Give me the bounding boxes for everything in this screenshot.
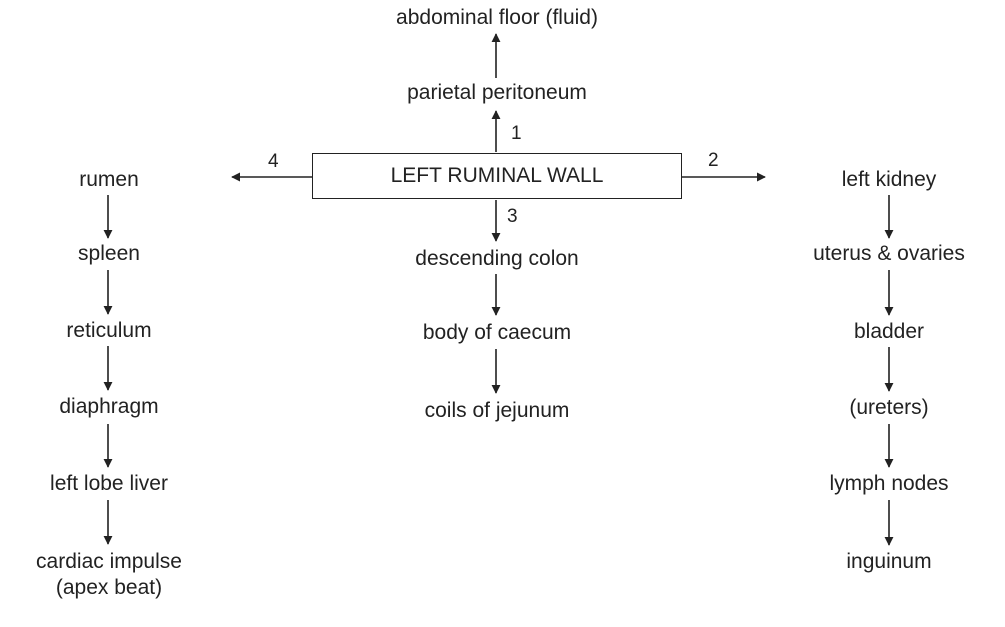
direction-number-3: 3 xyxy=(507,206,518,227)
node-left-lobe-liver: left lobe liver xyxy=(50,472,168,495)
node-bladder: bladder xyxy=(853,320,925,343)
node-coils-of-jejunum: coils of jejunum xyxy=(424,399,570,422)
node-body-of-caecum: body of caecum xyxy=(422,321,572,344)
direction-number-2: 2 xyxy=(708,150,719,171)
node-descending-colon: descending colon xyxy=(415,247,579,270)
node-reticulum: reticulum xyxy=(66,319,152,342)
node-diaphragm: diaphragm xyxy=(59,395,159,418)
node-abdominal-floor: abdominal floor (fluid) xyxy=(396,6,598,29)
node-apex-beat: (apex beat) xyxy=(55,576,163,599)
central-box: LEFT RUMINAL WALL xyxy=(312,153,682,199)
direction-number-1: 1 xyxy=(511,123,522,144)
node-parietal-peritoneum: parietal peritoneum xyxy=(407,81,587,104)
node-cardiac-impulse: cardiac impulse xyxy=(36,550,182,573)
node-ureters: (ureters) xyxy=(849,396,929,419)
node-inguinum: inguinum xyxy=(846,550,932,573)
node-spleen: spleen xyxy=(78,242,140,265)
node-lymph-nodes: lymph nodes xyxy=(829,472,949,495)
direction-number-4: 4 xyxy=(268,151,279,172)
central-box-label: LEFT RUMINAL WALL xyxy=(390,164,604,187)
node-uterus-ovaries: uterus & ovaries xyxy=(813,242,965,265)
node-left-kidney: left kidney xyxy=(841,168,937,191)
node-rumen: rumen xyxy=(79,168,139,191)
